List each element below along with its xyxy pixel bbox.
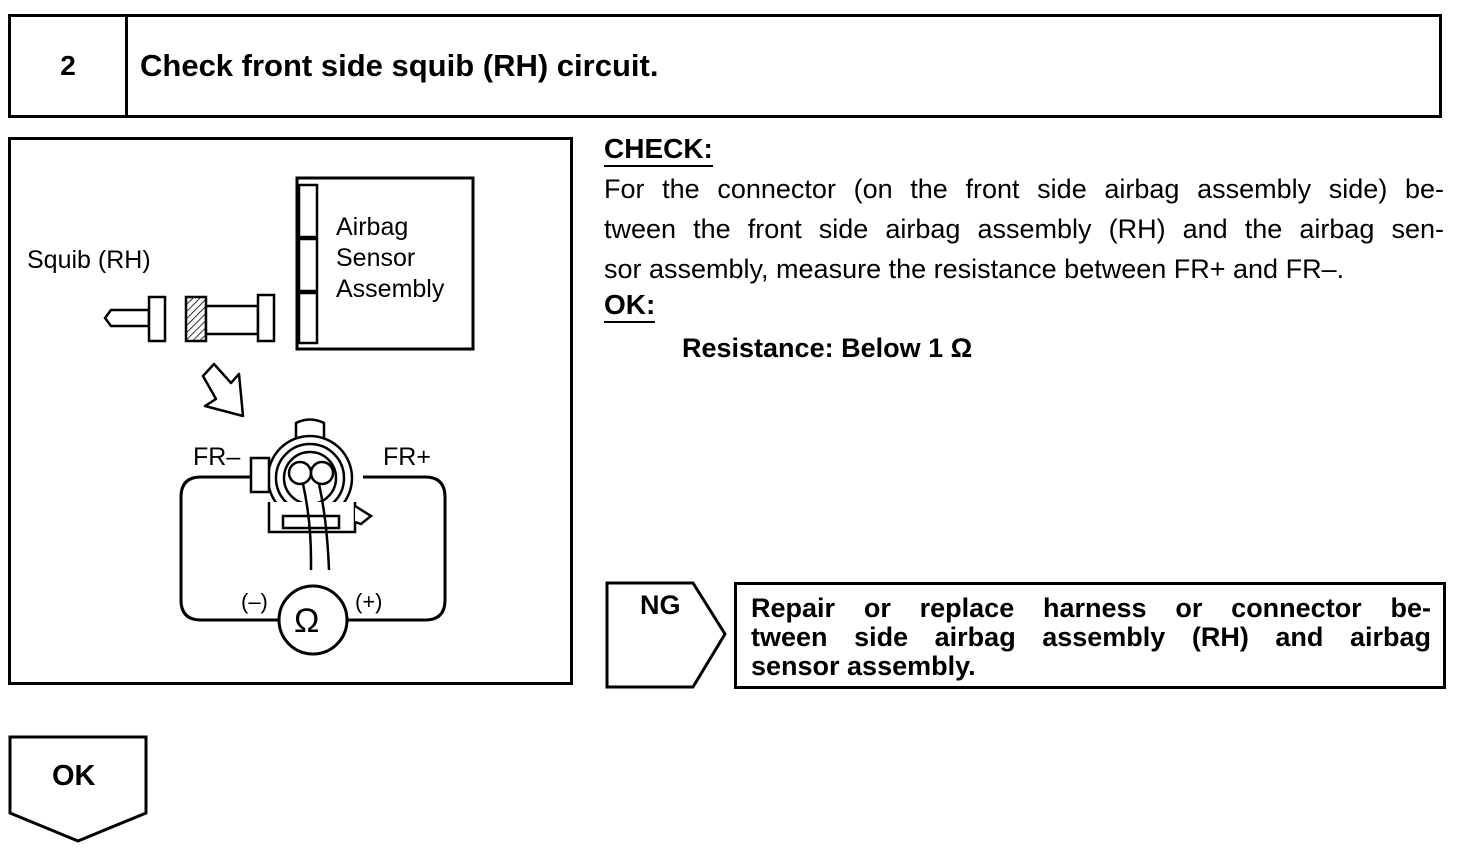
sensor-label-line: Airbag: [336, 213, 409, 241]
connector-front-view: [249, 418, 374, 534]
cable: [301, 483, 331, 571]
ohmmeter-icon: [277, 584, 349, 656]
check-line: sor assembly, measure the resistance bet…: [604, 254, 1345, 284]
ok-arrow-icon: [8, 735, 148, 843]
circuit-illustration: Squib (RH) Airbag Sensor Assembly FR– FR…: [8, 137, 573, 685]
check-section: CHECK: For the connector (on the front s…: [604, 133, 1444, 364]
ng-arrow-icon: [605, 581, 727, 689]
ok-heading: OK:: [604, 289, 656, 323]
tester-circuit: [179, 475, 447, 622]
terminal-plus-label: FR+: [383, 443, 431, 471]
probe-plus-label: (+): [355, 589, 383, 614]
sensor-assembly-box: [295, 176, 475, 351]
squib-body: [147, 295, 167, 343]
direction-arrow-icon: [201, 362, 245, 418]
step-number: 2: [11, 17, 128, 115]
sensor-label: Airbag Sensor Assembly: [336, 212, 444, 305]
harness-connector: [256, 293, 276, 343]
ok-label: OK: [52, 760, 96, 792]
sensor-connector-slot: [297, 183, 319, 239]
harness-body: [204, 304, 260, 336]
ng-line: sensor assembly.: [751, 651, 976, 681]
check-heading: CHECK:: [604, 133, 713, 167]
ng-line: Repair or replace harness or connector b…: [751, 593, 1431, 623]
sensor-label-line: Sensor: [336, 244, 416, 272]
circuit-diagram: [103, 176, 475, 656]
terminal-minus-label: FR–: [193, 443, 241, 471]
step-title: Check front side squib (RH) circuit.: [140, 48, 659, 83]
connector-hatched: [184, 295, 208, 343]
check-line: For the connector (on the front side air…: [604, 174, 1444, 204]
meter-symbol: Ω: [294, 602, 320, 640]
squib-label: Squib (RH): [27, 246, 151, 274]
sensor-connector-slot: [297, 291, 319, 345]
check-line: tween the front side airbag assembly (RH…: [604, 214, 1444, 244]
ng-label: NG: [640, 590, 681, 620]
check-instructions: For the connector (on the front side air…: [604, 169, 1444, 289]
probe-minus-label: (–): [241, 589, 268, 614]
resistance-spec: Resistance: Below 1 Ω: [682, 333, 973, 363]
ng-line: tween side airbag assembly (RH) and airb…: [751, 622, 1431, 652]
sensor-connector-slot: [297, 237, 319, 293]
step-header: 2 Check front side squib (RH) circuit.: [8, 14, 1442, 118]
squib-plug: [103, 308, 151, 328]
sensor-label-line: Assembly: [336, 275, 445, 303]
ng-repair-instruction: Repair or replace harness or connector b…: [734, 582, 1446, 689]
